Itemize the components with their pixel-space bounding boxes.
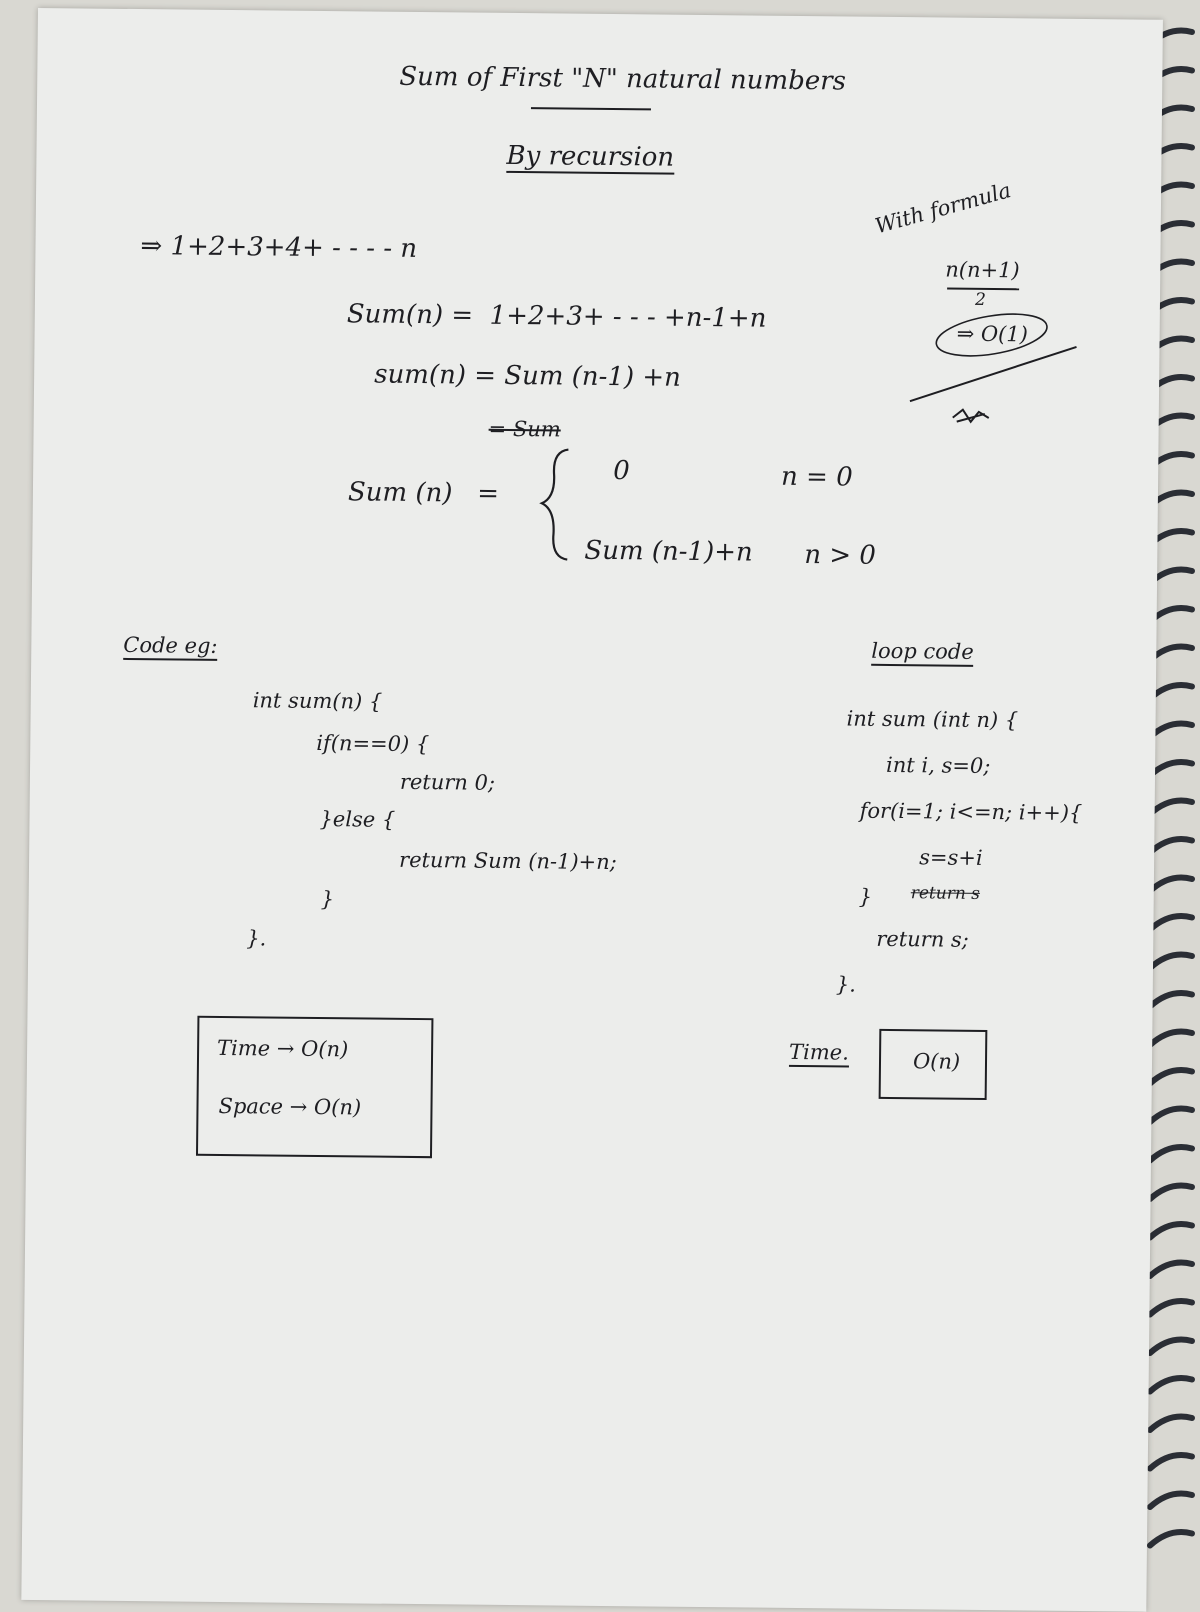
loop-struck-text: return s — [910, 883, 981, 904]
case2-condition: n > 0 — [804, 540, 877, 571]
sum-definition: Sum(n) = 1+2+3+ - - - +n-1+n — [346, 299, 767, 334]
recurrence-relation: sum(n) = Sum (n-1) +n — [374, 359, 682, 393]
loop-time-value: O(n) — [912, 1049, 961, 1074]
case1-expression: 0 — [613, 456, 630, 487]
loop-complexity-box: O(n) — [878, 1028, 988, 1100]
spiral-ring — [1147, 1105, 1195, 1125]
struck-expression: = Sum — [488, 416, 561, 442]
spiral-ring — [1147, 682, 1195, 702]
spiral-ring — [1147, 913, 1195, 933]
code-example-label: Code eg: — [123, 633, 218, 661]
code-line-7: }. — [246, 926, 267, 951]
formula-numerator: n(n+1) — [945, 257, 1020, 283]
spiral-ring — [1147, 1413, 1195, 1433]
spiral-ring — [1147, 1452, 1195, 1472]
spiral-ring — [1147, 1144, 1195, 1164]
loop-line-7: }. — [835, 972, 856, 997]
formula-label: With formula — [872, 178, 1014, 239]
code-line-5: return Sum (n-1)+n; — [398, 847, 617, 875]
code-line-4: }else { — [319, 806, 396, 832]
circle-highlight-icon — [935, 313, 1048, 357]
spiral-ring — [1147, 720, 1195, 740]
spiral-ring — [1147, 1529, 1195, 1549]
loop-line-6: return s; — [876, 926, 969, 952]
loop-line-5: } — [858, 884, 873, 909]
spiral-ring — [1147, 1336, 1195, 1356]
spiral-ring — [1147, 1490, 1195, 1510]
spiral-ring — [1147, 1298, 1195, 1318]
case1-condition: n = 0 — [780, 461, 853, 493]
code-line-1: int sum(n) { — [252, 688, 383, 714]
spiral-ring — [1147, 990, 1195, 1010]
formula-denominator: 2 — [974, 289, 986, 310]
spiral-ring — [1147, 1067, 1195, 1087]
page-subtitle: By recursion — [506, 140, 675, 175]
notebook-page: Sum of First "N" natural numbers By recu… — [21, 8, 1163, 1612]
curly-brace-icon — [539, 448, 569, 561]
spiral-ring — [1147, 1221, 1195, 1241]
spiral-ring — [1147, 836, 1195, 856]
code-line-3: return 0; — [399, 769, 496, 795]
scribble-icon — [952, 408, 990, 424]
code-line-2: if(n==0) { — [316, 730, 430, 757]
spiral-ring — [1147, 1028, 1195, 1048]
page-title: Sum of First "N" natural numbers — [399, 61, 847, 97]
loop-line-1: int sum (int n) { — [846, 706, 1019, 733]
spiral-ring — [1147, 951, 1195, 971]
divider-stroke-icon — [909, 345, 1077, 403]
case2-expression: Sum (n-1)+n — [584, 535, 753, 568]
spiral-ring — [1147, 1182, 1195, 1202]
title-underline — [530, 107, 651, 111]
spiral-ring — [1147, 759, 1195, 779]
spiral-ring — [1147, 874, 1195, 894]
space-complexity: Space → O(n) — [218, 1093, 362, 1120]
loop-line-4: s=s+i — [919, 845, 983, 870]
loop-line-3: for(i=1; i<=n; i++){ — [859, 798, 1083, 825]
spiral-ring — [1147, 797, 1195, 817]
spiral-ring — [1147, 1375, 1195, 1395]
loop-time-label: Time. — [788, 1040, 849, 1068]
series-expression: ⇒ 1+2+3+4+ - - - - n — [140, 231, 418, 264]
complexity-box: Time → O(n) Space → O(n) — [195, 1015, 434, 1159]
loop-code-label: loop code — [871, 639, 974, 667]
spiral-ring — [1147, 1259, 1195, 1279]
loop-line-2: int i, s=0; — [885, 752, 991, 779]
code-line-6: } — [320, 887, 335, 912]
piecewise-lhs: Sum (n) = — [347, 477, 500, 509]
time-complexity: Time → O(n) — [216, 1035, 349, 1062]
